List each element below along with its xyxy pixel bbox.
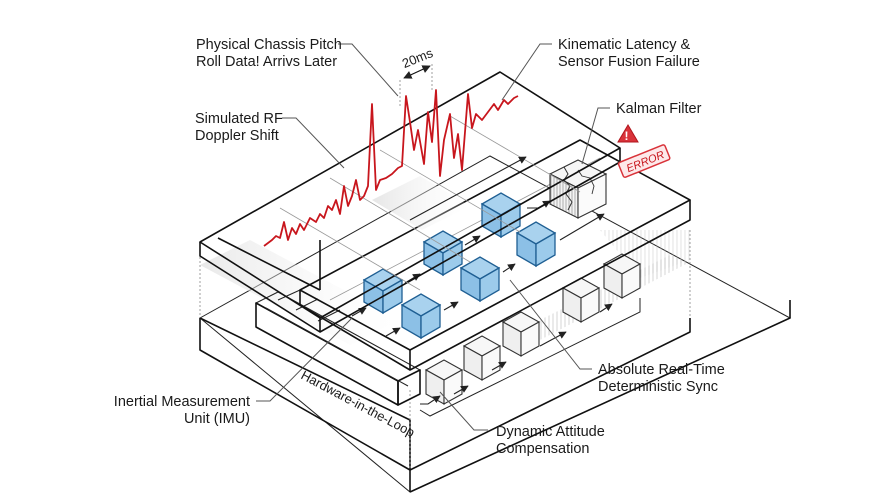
- kalman-label: Kalman Filter: [616, 101, 702, 117]
- rf-line-1: Simulated RF: [195, 111, 283, 127]
- imu-rail: [254, 289, 422, 406]
- processing-cube: [515, 221, 557, 268]
- timing-label: 20ms: [400, 45, 436, 71]
- kinematic-line-1: Kinematic Latency &: [558, 37, 691, 53]
- sync-line-1: Absolute Real-Time: [598, 362, 725, 378]
- wire-cube: [424, 359, 464, 405]
- svg-text:!: !: [625, 129, 629, 143]
- lower-wire-cubes: [419, 253, 642, 417]
- rf-line-2: Doppler Shift: [195, 128, 279, 144]
- processing-cube: [459, 256, 501, 303]
- wire-cube: [501, 311, 541, 357]
- annotation-kinematic: Kinematic Latency & Sensor Fusion Failur…: [558, 37, 700, 70]
- sync-line-2: Deterministic Sync: [598, 379, 718, 395]
- warning-triangle-icon: !: [617, 124, 639, 143]
- imu-line-2: Unit (IMU): [184, 411, 250, 427]
- error-badge-icon: ERROR: [617, 144, 671, 178]
- kinematic-line-2: Sensor Fusion Failure: [558, 54, 700, 70]
- doppler-signal-waveform: [263, 89, 519, 247]
- attitude-line-2: Compensation: [496, 441, 590, 457]
- annotation-chassis-pitch: Physical Chassis Pitch Roll Data! Arrivs…: [196, 37, 342, 70]
- imu-line-1: Inertial Measurement: [114, 394, 250, 410]
- chassis-pitch-line-1: Physical Chassis Pitch: [196, 37, 342, 53]
- error-indicator: ! ERROR: [617, 124, 671, 178]
- kalman-filter-cube: [548, 159, 608, 219]
- leader-lines: [256, 43, 610, 431]
- wire-cube: [602, 253, 642, 299]
- attitude-line-1: Dynamic Attitude: [496, 424, 605, 440]
- processing-cube: [400, 293, 442, 340]
- annotation-sync: Absolute Real-Time Deterministic Sync: [598, 362, 725, 395]
- wire-cube: [462, 335, 502, 381]
- processing-cube: [422, 230, 464, 277]
- annotation-attitude: Dynamic Attitude Compensation: [496, 424, 605, 457]
- annotation-rf-doppler: Simulated RF Doppler Shift: [195, 111, 283, 144]
- processing-cubes: [351, 192, 605, 340]
- annotation-imu: Inertial Measurement Unit (IMU): [114, 394, 250, 427]
- annotation-kalman: Kalman Filter: [616, 101, 702, 117]
- chassis-pitch-line-2: Roll Data! Arrivs Later: [196, 54, 337, 70]
